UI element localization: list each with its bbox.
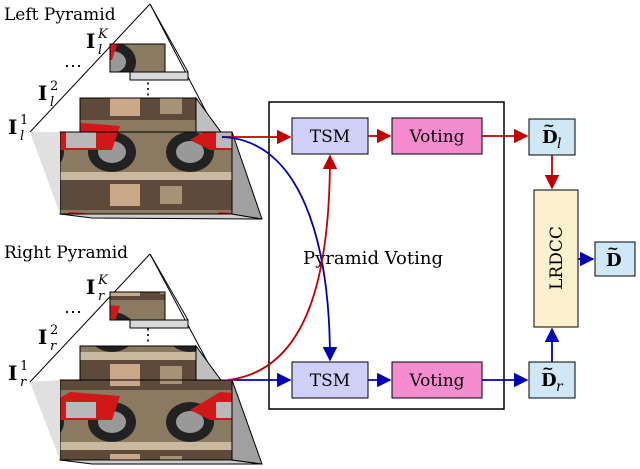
svg-text:LRDCC: LRDCC bbox=[547, 226, 567, 290]
svg-text:r: r bbox=[556, 379, 564, 395]
pyramid-voting-title: Pyramid Voting bbox=[303, 248, 443, 269]
svg-text:Voting: Voting bbox=[408, 371, 464, 391]
svg-text:I: I bbox=[8, 361, 17, 385]
left-vertical-ellipsis: ⋮ bbox=[140, 79, 156, 98]
lrdcc-box: LRDCC bbox=[533, 189, 579, 328]
svg-text:K: K bbox=[97, 27, 109, 42]
svg-text:~: ~ bbox=[607, 241, 619, 257]
left-horizontal-ellipsis: ⋯ bbox=[64, 56, 82, 77]
svg-text:r: r bbox=[98, 289, 105, 304]
svg-text:r: r bbox=[20, 375, 27, 390]
svg-text:r: r bbox=[50, 339, 57, 354]
svg-text:~: ~ bbox=[543, 118, 555, 134]
svg-text:2: 2 bbox=[50, 79, 58, 94]
svg-text:I: I bbox=[38, 81, 47, 105]
svg-text:l: l bbox=[20, 129, 24, 144]
voting-top-box: Voting bbox=[391, 117, 483, 155]
svg-text:2: 2 bbox=[50, 323, 58, 338]
svg-text:D: D bbox=[541, 370, 557, 391]
svg-text:TSM: TSM bbox=[310, 371, 350, 391]
tsm-bottom-box: TSM bbox=[291, 361, 369, 399]
svg-text:TSM: TSM bbox=[310, 127, 350, 147]
left-pyramid: Left Pyramid ⋯ ⋮ I K l bbox=[4, 3, 263, 220]
left-level-k-image bbox=[109, 43, 189, 81]
svg-text:D: D bbox=[606, 250, 622, 271]
svg-text:l: l bbox=[50, 95, 54, 110]
left-pyramid-title: Left Pyramid bbox=[4, 5, 116, 25]
svg-text:K: K bbox=[97, 273, 109, 288]
final-disparity-box: D ~ bbox=[594, 241, 636, 277]
disparity-right-box: D ~ r bbox=[528, 361, 576, 399]
svg-text:D: D bbox=[542, 127, 558, 148]
svg-text:1: 1 bbox=[20, 113, 28, 128]
right-level-k-image bbox=[109, 291, 189, 329]
disparity-left-box: D ~ l bbox=[528, 118, 576, 156]
pyramid-voting-frame bbox=[268, 101, 505, 410]
svg-text:Voting: Voting bbox=[408, 127, 464, 147]
left-level-1-image bbox=[30, 131, 263, 220]
svg-text:I: I bbox=[8, 115, 17, 139]
arrow-right-to-tsm-top bbox=[227, 154, 338, 381]
left-label-1: I 1 l bbox=[8, 113, 28, 144]
svg-text:I: I bbox=[86, 275, 95, 299]
svg-text:~: ~ bbox=[542, 361, 554, 377]
right-vertical-ellipsis: ⋮ bbox=[140, 325, 156, 344]
left-label-2: I 2 l bbox=[38, 79, 58, 110]
right-pyramid-title: Right Pyramid bbox=[4, 243, 128, 263]
left-label-k: I K l bbox=[86, 27, 109, 58]
right-pyramid: Right Pyramid ⋯ ⋮ I K r I 2 r bbox=[4, 243, 263, 465]
right-label-1: I 1 r bbox=[8, 359, 28, 390]
right-level-1-image bbox=[30, 379, 263, 465]
tsm-top-box: TSM bbox=[291, 117, 369, 155]
arrow-left-to-tsm-bottom bbox=[221, 136, 338, 362]
right-label-2: I 2 r bbox=[38, 323, 58, 354]
svg-text:1: 1 bbox=[20, 359, 28, 374]
right-horizontal-ellipsis: ⋯ bbox=[64, 302, 82, 323]
svg-text:l: l bbox=[98, 43, 102, 58]
svg-text:I: I bbox=[86, 29, 95, 53]
svg-text:I: I bbox=[38, 325, 47, 349]
right-label-k: I K r bbox=[86, 273, 109, 304]
svg-text:l: l bbox=[557, 136, 561, 152]
voting-bottom-box: Voting bbox=[391, 361, 483, 399]
